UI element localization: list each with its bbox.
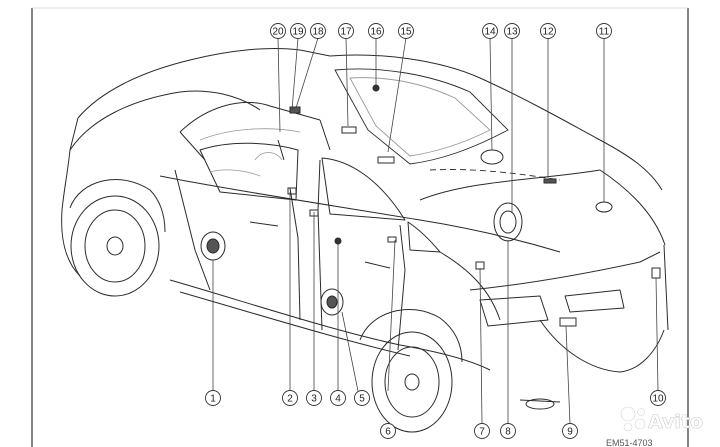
svg-text:7: 7 (479, 427, 485, 438)
svg-text:2: 2 (287, 394, 293, 405)
callout-11: 11 (596, 23, 612, 39)
callout-17: 17 (338, 23, 354, 39)
rear-door-speaker (320, 288, 344, 316)
figure-code: EM51-4703 (606, 438, 653, 447)
watermark-brand: Avito (648, 411, 703, 433)
svg-text:4: 4 (335, 394, 341, 405)
svg-text:6: 6 (385, 427, 391, 438)
callout-7: 7 (474, 423, 490, 439)
callout-16: 16 (368, 23, 384, 39)
callout-markers: 1 2 3 4 5 6 7 8 9 10 11 12 13 14 15 16 1… (205, 23, 666, 439)
interior-lines (199, 128, 301, 177)
callout-10: 10 (650, 390, 666, 406)
watermark: Avito (620, 406, 703, 433)
svg-text:13: 13 (506, 27, 518, 38)
svg-text:3: 3 (311, 394, 317, 405)
callout-20: 20 (270, 23, 286, 39)
svg-text:5: 5 (359, 394, 365, 405)
sunroof (334, 68, 561, 181)
svg-text:18: 18 (312, 27, 324, 38)
callout-15: 15 (398, 23, 414, 39)
svg-text:15: 15 (400, 27, 412, 38)
leader-lines (212, 37, 659, 425)
svg-text:10: 10 (652, 394, 664, 405)
avito-dots-icon (620, 406, 646, 432)
callout-12: 12 (540, 23, 556, 39)
callout-3: 3 (306, 390, 322, 406)
callout-13: 13 (504, 23, 520, 39)
car-body (61, 47, 669, 433)
svg-text:9: 9 (567, 427, 573, 438)
callout-18: 18 (310, 23, 326, 39)
svg-text:14: 14 (484, 27, 496, 38)
callout-6: 6 (380, 423, 396, 439)
svg-text:1: 1 (210, 394, 216, 405)
svg-text:20: 20 (272, 27, 284, 38)
callout-9: 9 (562, 423, 578, 439)
svg-text:11: 11 (599, 27, 610, 38)
svg-text:19: 19 (292, 27, 304, 38)
callout-2: 2 (282, 390, 298, 406)
callout-19: 19 (290, 23, 306, 39)
callout-8: 8 (500, 423, 516, 439)
callout-4: 4 (330, 390, 346, 406)
callout-1: 1 (205, 390, 221, 406)
callout-14: 14 (482, 23, 498, 39)
svg-text:17: 17 (340, 27, 352, 38)
svg-text:8: 8 (505, 427, 511, 438)
callout-5: 5 (354, 390, 370, 406)
svg-text:12: 12 (542, 27, 554, 38)
svg-text:16: 16 (370, 27, 382, 38)
